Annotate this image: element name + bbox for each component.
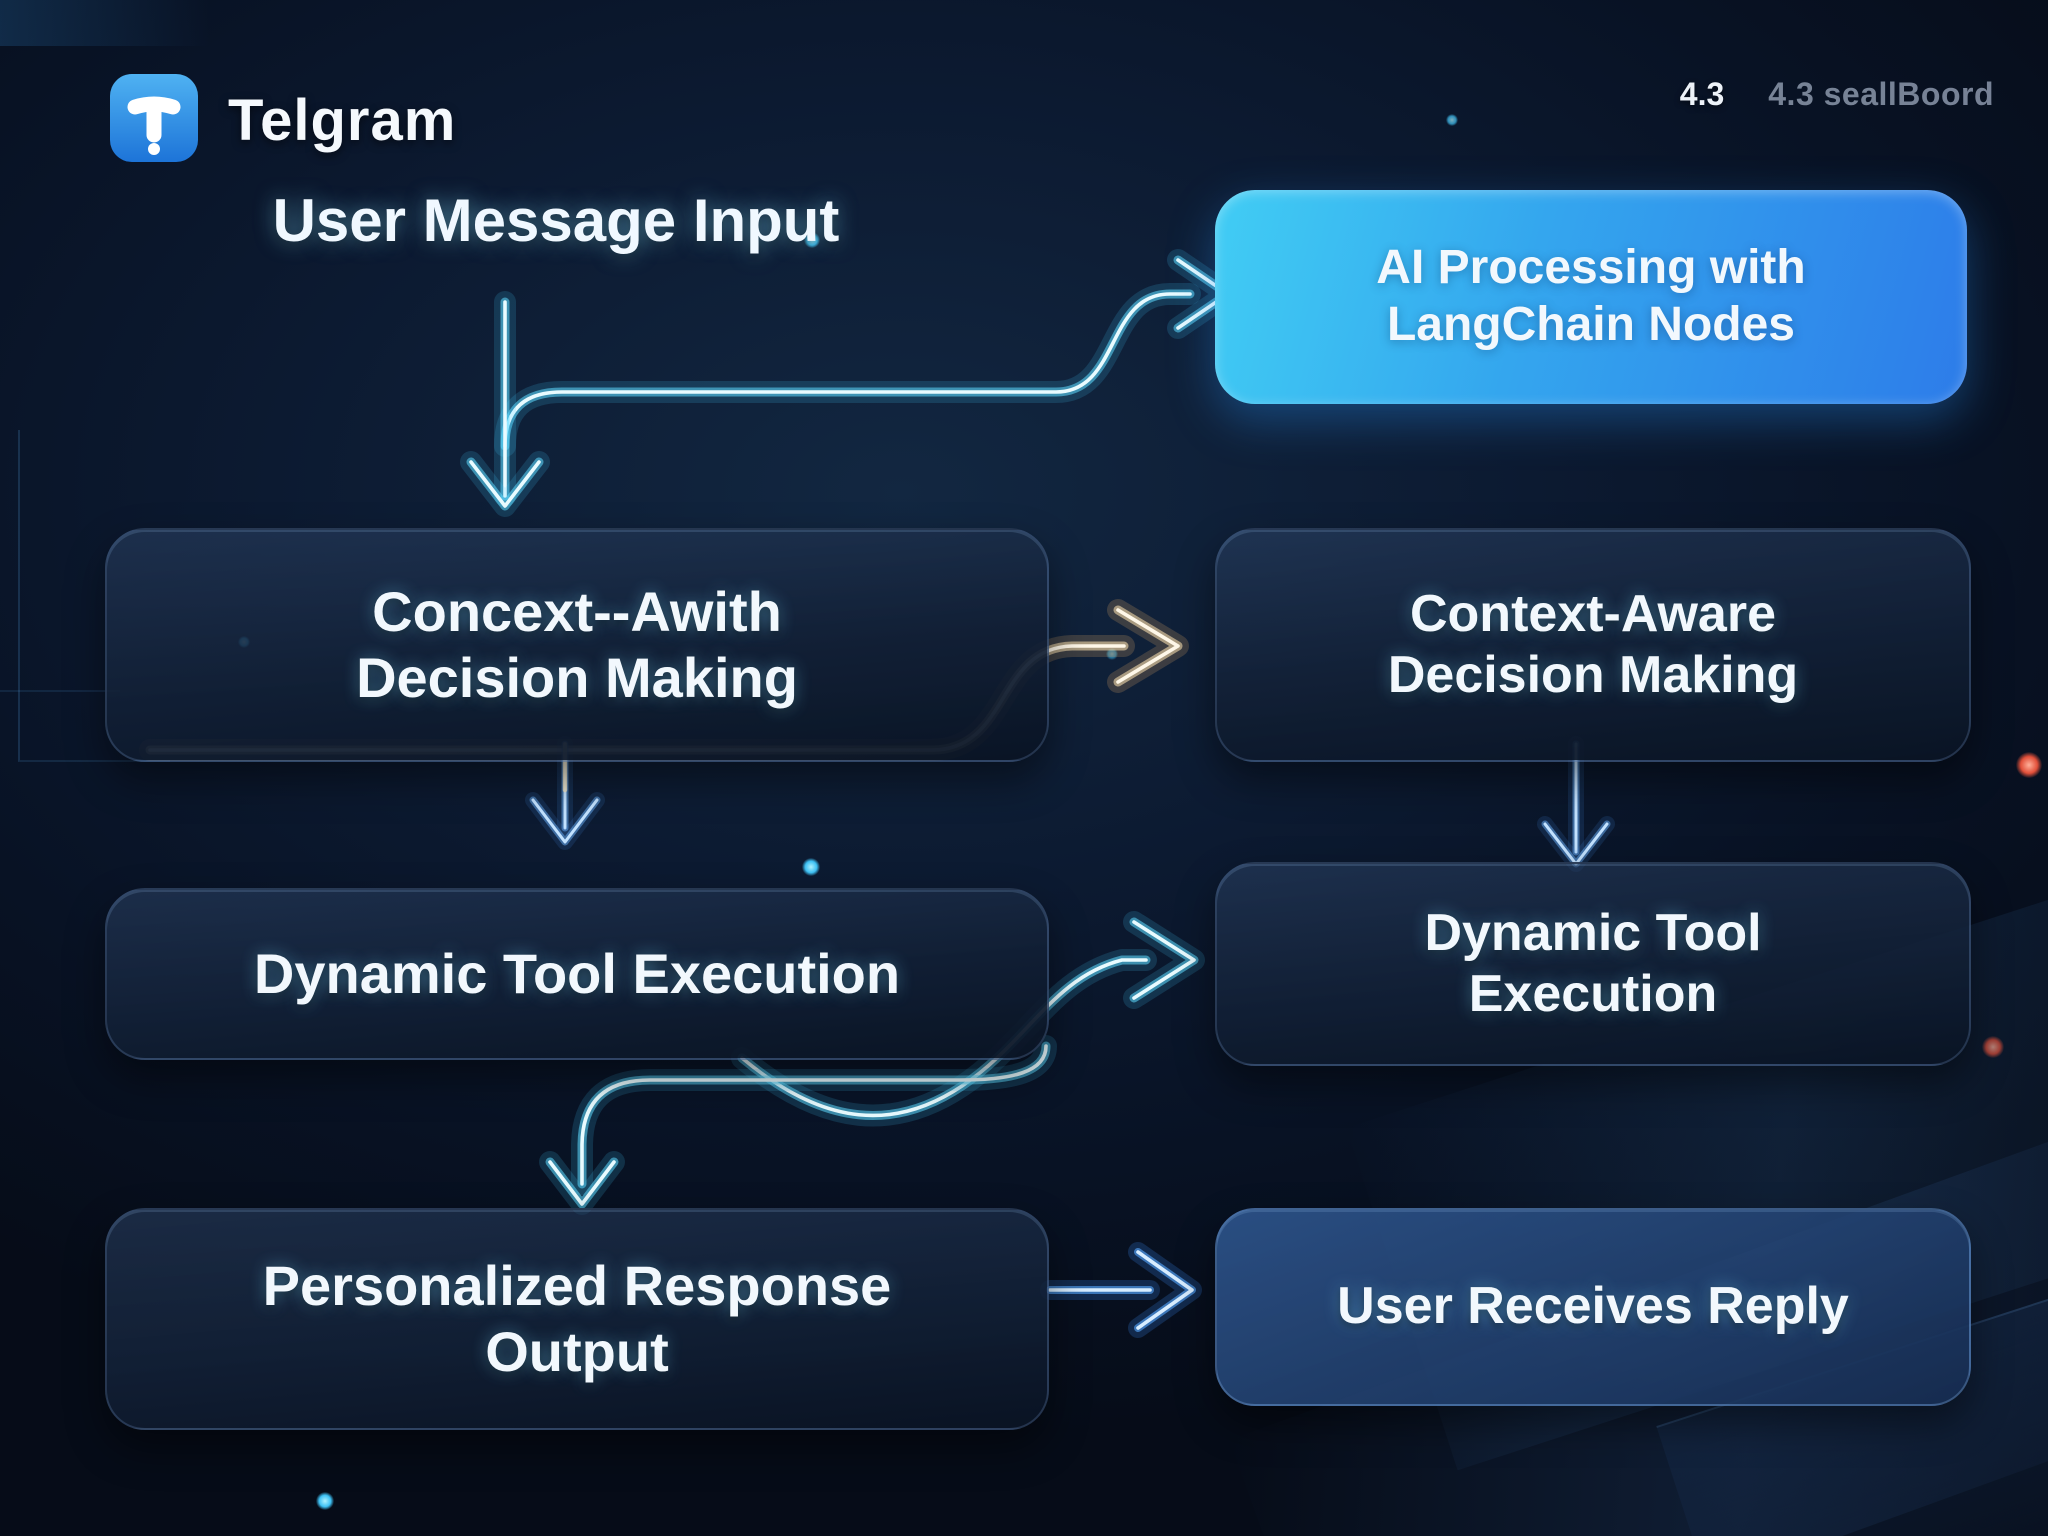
edge-input-to-ai	[505, 260, 1228, 446]
node-dynamic-tool-right: Dynamic Tool Execution	[1215, 862, 1971, 1066]
glow-dot	[316, 1492, 334, 1510]
node-personalized-output: Personalized Response Output	[105, 1208, 1049, 1430]
red-glow-dot	[1982, 1036, 2004, 1058]
node-context-right: Context-Aware Decision Making	[1215, 528, 1971, 762]
node-context-left: Concext--Awith Decision Making	[105, 528, 1049, 762]
glow-dot	[1446, 114, 1458, 126]
rating-primary: 4.3	[1679, 76, 1725, 112]
node-dynamic-tool-left: Dynamic Tool Execution	[105, 888, 1049, 1060]
rating-watermark: 4.3 seallBoord	[1768, 76, 1994, 112]
edge-personalized-to-reply	[1050, 1252, 1192, 1328]
glow-dot	[804, 232, 820, 248]
brand-name: Telgram	[228, 88, 457, 153]
edge-context-right-to-dynamic-right	[1545, 744, 1607, 864]
node-ai-processing: AI Processing with LangChain Nodes	[1215, 190, 1967, 404]
glow-dot	[802, 858, 820, 876]
brand-header: Telgram	[108, 72, 456, 169]
node-user-receives-reply: User Receives Reply	[1215, 1208, 1971, 1406]
header-meta: 4.3 4.3 seallBoord	[1680, 76, 1994, 113]
telegram-t-icon	[108, 72, 200, 169]
node-user-message-input: User Message Input	[272, 187, 840, 254]
edge-dynamic-left-to-personalized	[550, 1046, 1046, 1204]
red-glow-dot	[2016, 752, 2042, 778]
